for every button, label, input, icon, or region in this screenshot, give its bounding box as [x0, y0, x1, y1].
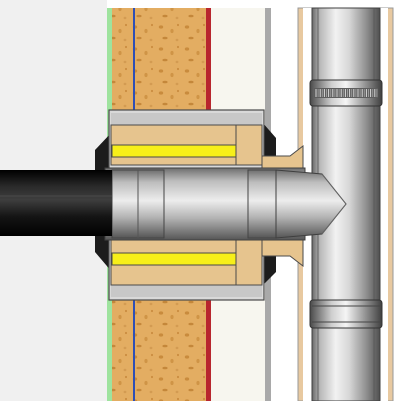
wall-box-bottom-cap: [111, 285, 262, 297]
horizontal-flue-pipe: [0, 170, 112, 236]
collar-seal-bottom-right: [262, 250, 276, 286]
sleeve-ring-right: [247, 169, 277, 239]
insulation-strip-upper: [111, 144, 237, 158]
wall-box-top-cap: [111, 113, 262, 125]
collar-seal-top-right: [262, 122, 276, 158]
clamp-band-upper: [309, 79, 383, 107]
wall-box-upper-end: [235, 124, 263, 166]
wall-box-lower-end: [235, 239, 263, 286]
tee-cone-edge: [321, 173, 347, 235]
insulation-strip-lower: [111, 252, 237, 266]
clamp-band-lower: [309, 299, 383, 329]
